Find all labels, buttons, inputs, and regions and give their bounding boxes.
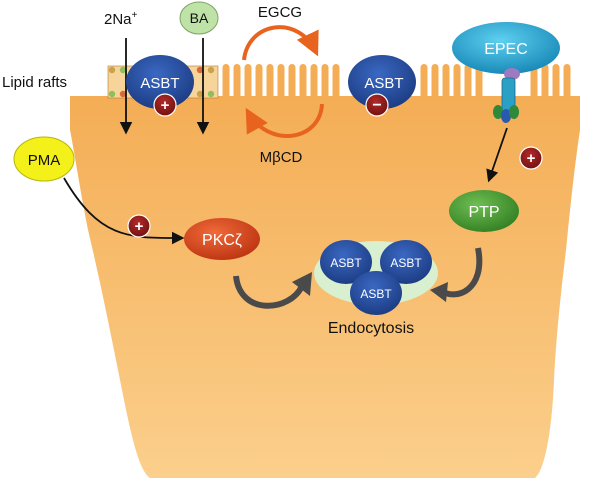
lipid-rafts-label: Lipid rafts xyxy=(2,74,67,91)
lipid-head xyxy=(207,66,215,74)
microvillus xyxy=(310,64,318,100)
epec-arrow xyxy=(486,127,508,183)
endocytosed-asbt-label: ASBT xyxy=(330,256,362,270)
lipid-head xyxy=(119,66,127,74)
pma-node: PMA xyxy=(13,136,75,182)
asbt-nonraft: ASBT − xyxy=(348,55,416,117)
microvillus xyxy=(321,64,329,100)
plus-sign xyxy=(153,93,177,117)
lipid-head xyxy=(196,66,204,74)
microvillus xyxy=(420,64,428,100)
lipid-head xyxy=(108,90,116,98)
microvillus xyxy=(563,64,571,100)
effector-icon xyxy=(501,109,511,123)
egcg-arrow xyxy=(242,25,319,61)
pkc-endocytosis-arrow xyxy=(233,275,305,309)
microvillus xyxy=(464,64,472,100)
endocytic-vesicle: ASBT ASBT ASBT xyxy=(314,240,438,315)
lipid-head xyxy=(196,90,204,98)
pkc-label: PKCζ xyxy=(202,232,242,249)
endocytosed-asbt-label: ASBT xyxy=(390,256,422,270)
endocytosed-asbt xyxy=(380,240,432,284)
ba-node: BA xyxy=(179,1,219,35)
epec-node: EPEC xyxy=(452,22,560,123)
epec-plus-label: + xyxy=(527,150,536,167)
microvillus xyxy=(332,64,340,100)
microvillus xyxy=(277,64,285,100)
asbt-nonraft-label: ASBT xyxy=(364,75,403,92)
minus-sign xyxy=(365,93,389,117)
microvillus xyxy=(244,64,252,100)
sodium-label: 2Na+ xyxy=(104,10,138,28)
ptp-node: PTP xyxy=(449,190,519,232)
ptp-arrowhead xyxy=(430,282,448,302)
plus-sign-label: + xyxy=(161,97,170,114)
ptp-label: PTP xyxy=(468,204,499,221)
microvillus xyxy=(431,64,439,100)
microvillus xyxy=(541,64,549,100)
mbcd-arrow xyxy=(245,103,324,138)
microvillus xyxy=(552,64,560,100)
pma-label: PMA xyxy=(28,152,61,169)
microvillus xyxy=(266,64,274,100)
endocytosed-asbt xyxy=(320,240,372,284)
effector-icon xyxy=(493,105,503,119)
lipid-head xyxy=(207,90,215,98)
pma-plus-sign: + xyxy=(127,214,151,238)
minus-sign-label: − xyxy=(372,97,381,114)
microvillus xyxy=(475,64,483,100)
microvillus xyxy=(288,64,296,100)
pma-plus-label: + xyxy=(135,218,144,235)
lipid-head xyxy=(119,90,127,98)
mbcd-label: MβCD xyxy=(260,149,303,166)
microvillus xyxy=(453,64,461,100)
asbt-raft-label: ASBT xyxy=(140,75,179,92)
pkc-node: PKCζ xyxy=(184,218,260,260)
microvillus xyxy=(222,64,230,100)
microvillus xyxy=(299,64,307,100)
pma-arrow xyxy=(63,177,185,245)
microvillus xyxy=(255,64,263,100)
egcg-label: EGCG xyxy=(258,4,302,21)
microvilli xyxy=(222,64,571,100)
epec-plus-sign: + xyxy=(519,146,543,170)
ba-label: BA xyxy=(190,10,209,26)
endocytosed-asbt xyxy=(350,271,402,315)
epec-label: EPEC xyxy=(484,41,528,58)
pkc-arrowhead xyxy=(292,272,312,296)
endocytosis-label: Endocytosis xyxy=(328,320,414,337)
effector-icon xyxy=(509,105,519,119)
lipid-head xyxy=(108,66,116,74)
asbt-raft: ASBT + xyxy=(126,55,194,117)
microvillus xyxy=(233,64,241,100)
microvillus xyxy=(530,64,538,100)
intimin-icon xyxy=(504,68,520,80)
endocytosed-asbt-label: ASBT xyxy=(360,287,392,301)
microvillus xyxy=(442,64,450,100)
